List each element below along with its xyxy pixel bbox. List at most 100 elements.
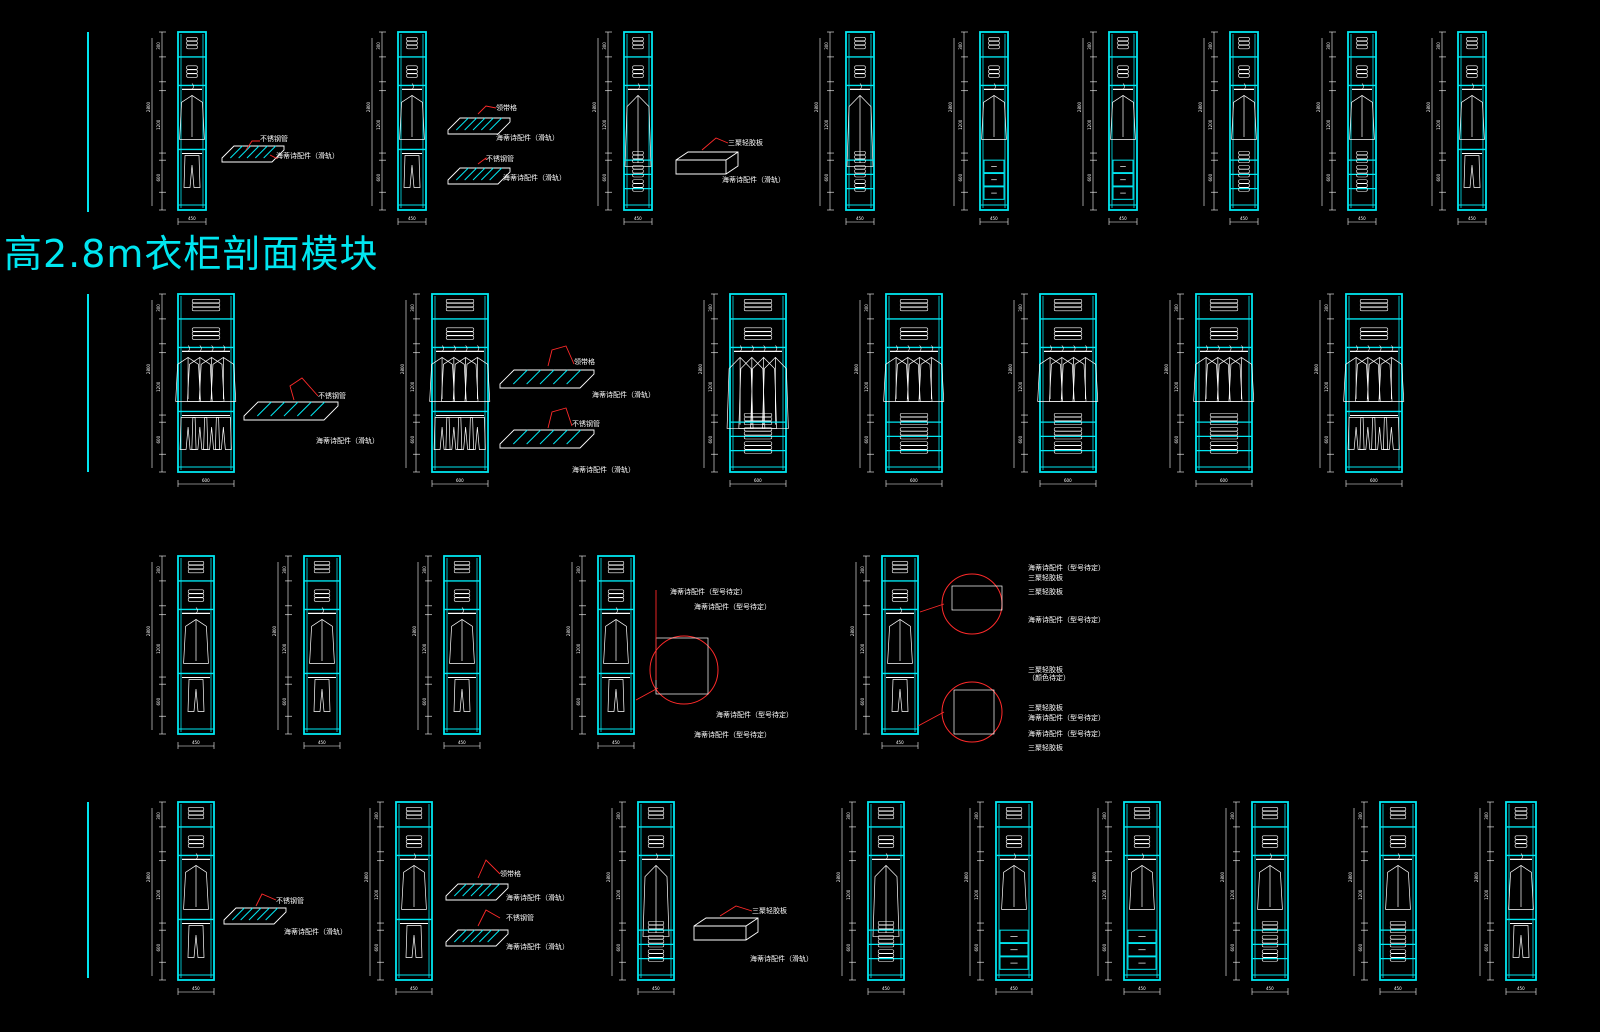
folded-clothes — [1005, 807, 1023, 812]
folded-clothes — [632, 37, 644, 42]
folded-clothes — [607, 569, 625, 574]
hanging-trousers — [313, 679, 331, 712]
drawer — [983, 159, 1005, 174]
folded-clothes — [405, 843, 423, 848]
rack-bar — [254, 145, 268, 159]
rack-bar — [480, 117, 494, 131]
folded-clothes — [186, 45, 198, 50]
dimension-label-low: 600 — [1326, 173, 1331, 181]
rack-bar — [263, 145, 277, 159]
folded-clothes — [1466, 65, 1478, 70]
dimension-label-height: 2800 — [1198, 101, 1203, 112]
dimension-label-low: 600 — [1208, 173, 1213, 181]
cabinet-outline — [845, 31, 875, 211]
folded-clothes — [647, 835, 665, 840]
dimension-label-mid: 1200 — [156, 381, 161, 392]
dimension-label-height: 2800 — [146, 101, 151, 112]
folded-clothes — [1356, 179, 1368, 184]
rack-bar — [310, 401, 326, 417]
dimension-label-mid: 1200 — [410, 381, 415, 392]
dimension-label-low: 600 — [374, 943, 379, 951]
folded-clothes — [405, 839, 423, 844]
leader-line — [477, 909, 501, 927]
dimension-label-height: 2800 — [850, 625, 855, 636]
folded-clothes — [1133, 815, 1151, 820]
dimension-label-mid: 1200 — [282, 643, 287, 654]
folded-clothes — [607, 593, 625, 598]
hanger-hook — [211, 345, 214, 352]
folded-clothes — [1389, 807, 1407, 812]
hanging-trousers — [468, 417, 486, 450]
folded-clothes — [313, 589, 331, 594]
dimension-label-mid: 1200 — [1484, 889, 1489, 900]
folded-clothes — [647, 939, 665, 944]
rack-bar — [487, 929, 501, 943]
callout-label: 不锈钢管 — [572, 419, 600, 428]
dimension-label-top: 300 — [1208, 42, 1213, 50]
folded-clothes — [1053, 416, 1083, 422]
callout-label: 三聚轻胶板 — [1028, 573, 1063, 582]
dimension-label-width: 450 — [1240, 216, 1248, 221]
folded-clothes — [1053, 327, 1083, 332]
folded-clothes — [405, 807, 423, 812]
folded-clothes — [1356, 150, 1368, 156]
drawer-detail — [675, 151, 739, 175]
hanging-jacket — [1110, 94, 1136, 140]
rack-bar — [472, 117, 486, 131]
hanger-hook — [655, 853, 658, 860]
hanger-hook — [859, 83, 862, 90]
folded-clothes — [187, 815, 205, 820]
dimension-label-mid: 1200 — [376, 119, 381, 130]
dimension-label-low: 600 — [708, 435, 713, 443]
hanging-trousers — [1347, 417, 1365, 450]
rack-frame — [243, 401, 339, 421]
dimension-label-width: 450 — [1394, 986, 1402, 991]
folded-clothes — [406, 41, 418, 46]
dimension-label-width: 450 — [1517, 986, 1525, 991]
folded-clothes — [854, 183, 866, 188]
dimension-label-height: 2800 — [1077, 101, 1082, 112]
rack-bar — [489, 117, 503, 131]
drawer-box — [675, 151, 739, 175]
folded-clothes — [406, 45, 418, 50]
folded-clothes — [899, 435, 929, 440]
folded-clothes — [877, 957, 895, 962]
hanger-hook — [1379, 345, 1382, 352]
hanging-jacket — [642, 864, 670, 937]
drawer — [1112, 159, 1134, 174]
dimension-label-height: 2800 — [854, 363, 859, 374]
cabinet-outline — [431, 293, 489, 473]
rack-bar — [552, 429, 568, 445]
dimension-label-width: 450 — [1468, 216, 1476, 221]
folded-clothes — [854, 179, 866, 184]
dimension-label-low: 600 — [576, 697, 581, 705]
hanging-trousers — [179, 417, 197, 450]
folded-clothes — [1514, 815, 1528, 820]
folded-clothes — [1261, 920, 1279, 926]
folded-clothes — [899, 416, 929, 422]
folded-clothes — [632, 187, 644, 192]
dimension-label-low: 600 — [864, 435, 869, 443]
folded-clothes — [647, 935, 665, 940]
dimension-label-width: 600 — [754, 478, 762, 483]
rack-bar — [464, 167, 478, 181]
folded-clothes — [632, 165, 644, 170]
folded-clothes — [1514, 811, 1528, 816]
folded-clothes — [453, 597, 471, 602]
drawer — [999, 956, 1029, 970]
folded-clothes — [743, 427, 773, 432]
callout-label: 海蒂诗配件（滑轨） — [572, 465, 635, 474]
folded-clothes — [1356, 165, 1368, 170]
dimension-label-width: 600 — [1370, 478, 1378, 483]
hanging-jacket — [1129, 864, 1155, 910]
dimension-label-mid: 1200 — [1230, 889, 1235, 900]
folded-clothes — [647, 839, 665, 844]
leader-line — [701, 137, 729, 151]
hanging-jacket — [603, 618, 629, 664]
folded-clothes — [1209, 449, 1239, 454]
dimension-label-mid: 1200 — [156, 119, 161, 130]
folded-clothes — [186, 37, 198, 42]
rack-bar — [478, 929, 492, 943]
folded-clothes — [191, 335, 221, 340]
